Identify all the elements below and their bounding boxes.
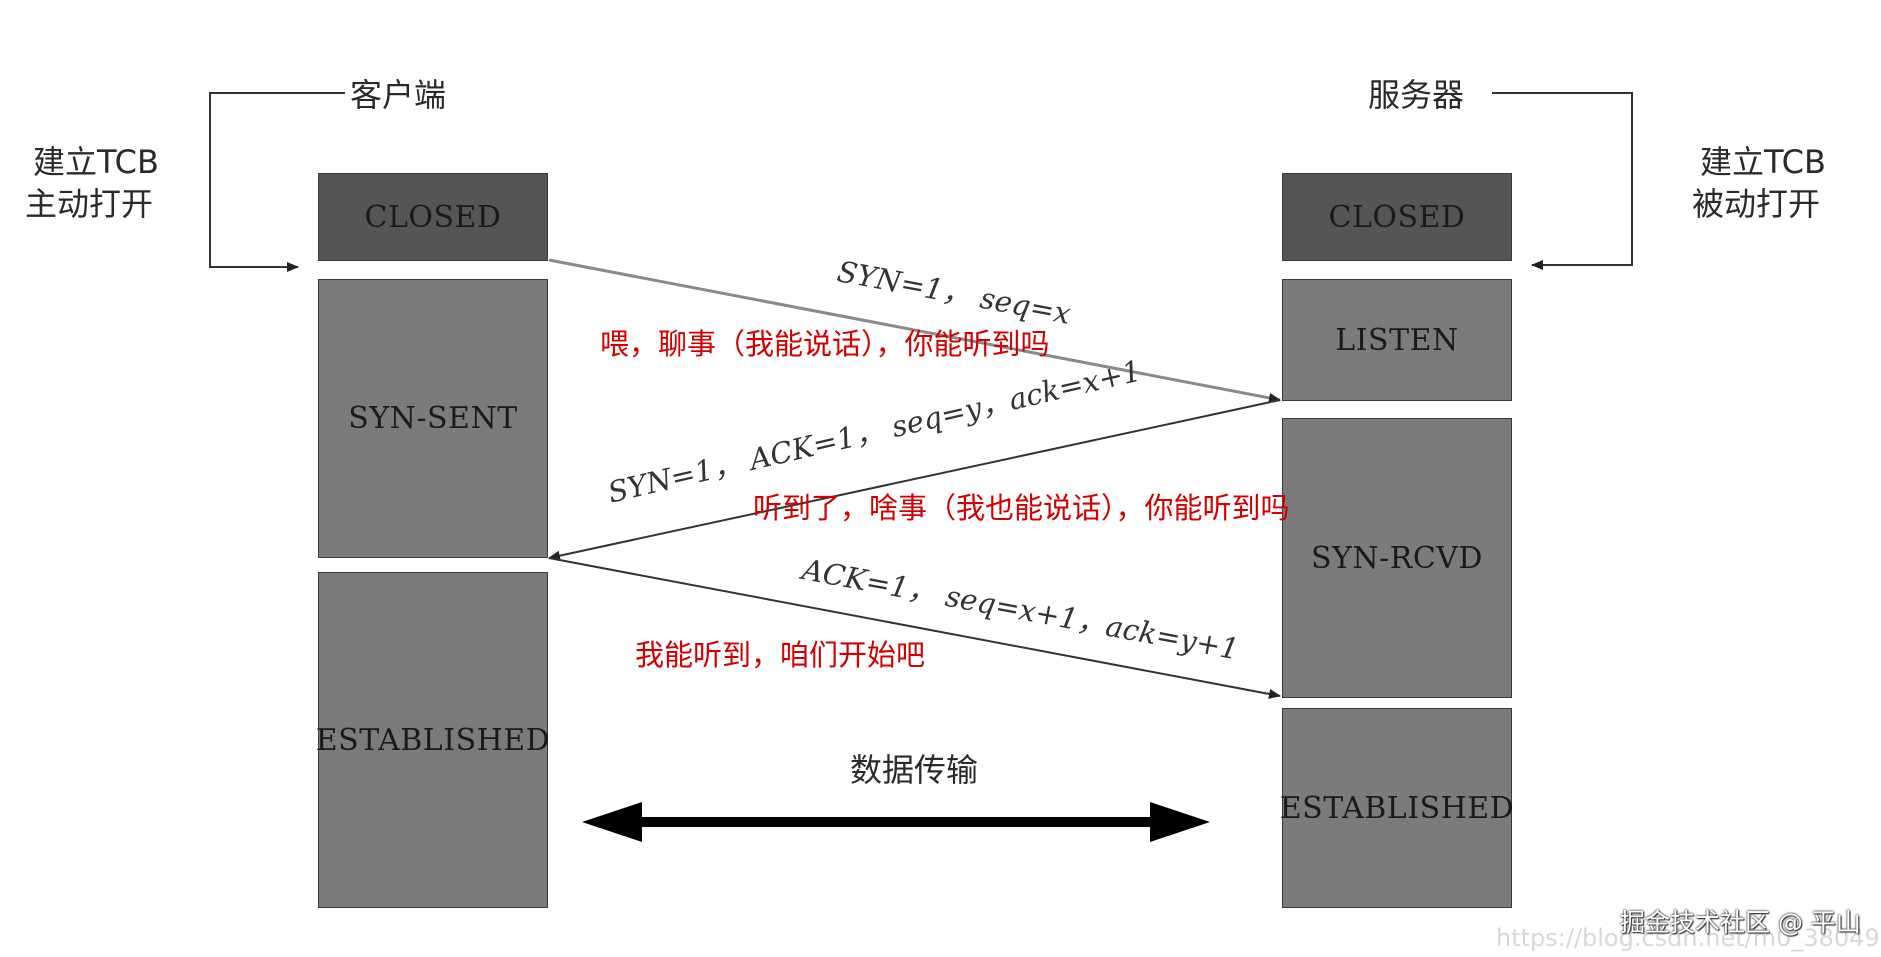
- server-side-label-line1: 建立TCB: [1700, 143, 1826, 181]
- data-transfer-double-arrow: [582, 802, 1210, 842]
- server-state-closed-label: CLOSED: [1328, 199, 1466, 235]
- juejin-watermark: 掘金技术社区 @ 平山: [1620, 908, 1861, 937]
- ack-annotation: 我能听到，咱们开始吧: [635, 638, 926, 672]
- syn-annotation: 喂，聊事（我能说话），你能听到吗: [600, 327, 1050, 361]
- client-state-closed-label: CLOSED: [364, 199, 502, 235]
- csdn-watermark: https://blog.csdn.net/m0_38049537: [1496, 924, 1881, 952]
- server-title: 服务器: [1368, 76, 1465, 114]
- server-state-established-label: ESTABLISHED: [1279, 790, 1515, 826]
- client-state-syn-sent-label: SYN-SENT: [348, 401, 518, 436]
- client-state-syn-sent: SYN-SENT: [318, 279, 548, 558]
- server-state-syn-rcvd-label: SYN-RCVD: [1310, 540, 1483, 576]
- server-side-label-line2: 被动打开: [1692, 185, 1821, 223]
- server-state-listen: LISTEN: [1282, 279, 1512, 401]
- data-transfer-label: 数据传输: [850, 751, 979, 789]
- client-bracket-line: [209, 92, 345, 272]
- ack-arrow: [548, 557, 1281, 699]
- client-state-established-label: ESTABLISHED: [315, 722, 551, 758]
- syn-ack-arrow: [548, 399, 1281, 561]
- client-side-label-line2: 主动打开: [25, 185, 154, 223]
- client-state-established: ESTABLISHED: [315, 572, 551, 908]
- syn-ack-annotation: 听到了，啥事（我也能说话），你能听到吗: [753, 491, 1290, 525]
- client-state-closed: CLOSED: [318, 173, 548, 261]
- server-state-closed: CLOSED: [1282, 173, 1512, 261]
- syn-arrow: [548, 258, 1281, 403]
- server-bracket-line: [1492, 92, 1633, 270]
- client-title: 客户端: [350, 76, 447, 114]
- client-side-label-line1: 建立TCB: [33, 143, 159, 181]
- server-state-listen-label: LISTEN: [1335, 322, 1459, 358]
- server-state-established: ESTABLISHED: [1279, 708, 1515, 908]
- server-state-syn-rcvd: SYN-RCVD: [1282, 418, 1512, 698]
